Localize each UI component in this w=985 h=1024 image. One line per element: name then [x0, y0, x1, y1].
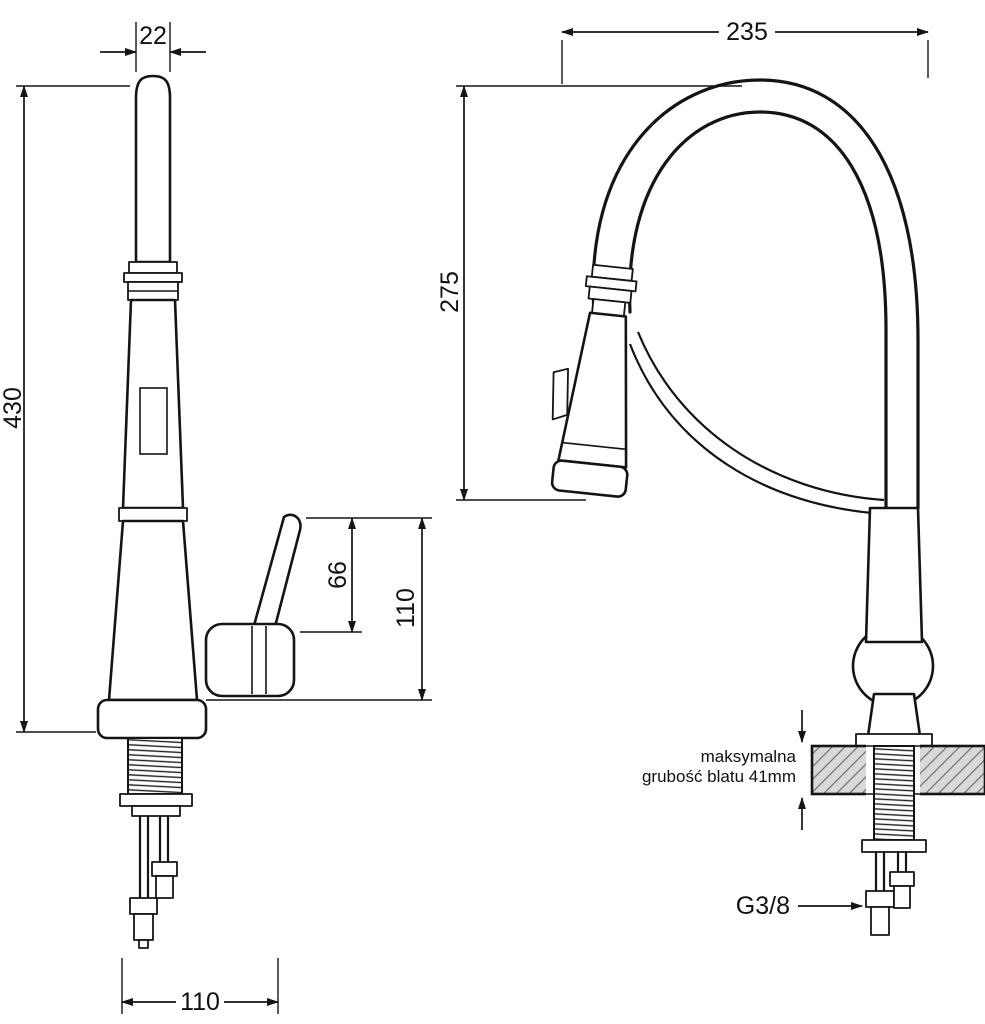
hose-nut-g38	[870, 906, 890, 936]
hose-fitting-left	[129, 897, 158, 915]
threaded-shank	[127, 737, 183, 795]
threaded-shank-front	[873, 745, 915, 841]
mounting-bracket-front	[861, 839, 927, 853]
thread-size-label: G3/8	[736, 892, 790, 920]
dim-base-width: 110	[121, 958, 279, 1016]
hose-nut-right-front	[893, 885, 911, 909]
spout-joint-ring-2	[123, 272, 183, 283]
gooseneck-outer	[591, 78, 920, 510]
dim-spout-reach-label: 235	[726, 18, 768, 46]
hose-fitting-g38	[865, 890, 895, 908]
mounting-bracket	[119, 793, 193, 807]
dim-handle-height: 66	[300, 517, 432, 633]
pullout-hose-bottom	[628, 343, 885, 516]
display-window	[139, 387, 168, 455]
spout-joint-ring-1	[128, 261, 178, 274]
column-neck	[866, 692, 922, 738]
hose-nut-right	[155, 875, 174, 899]
dim-spout-height: 275	[436, 85, 742, 501]
hose-nut-left	[133, 913, 154, 941]
dim-base-width-label: 110	[180, 988, 220, 1016]
counter-thickness-annotation: maksymalna grubość blatu 41mm	[642, 710, 806, 830]
column-upper	[864, 506, 924, 644]
thread-size-annotation: G3/8	[736, 892, 863, 920]
dim-spout-diameter-label: 22	[139, 22, 167, 50]
spray-head-body	[557, 311, 628, 469]
faucet-front-view	[550, 78, 985, 936]
spray-head-cap	[550, 459, 629, 498]
spout-tube	[134, 74, 172, 264]
mid-joint-ring	[118, 507, 188, 522]
lower-body	[107, 519, 199, 702]
counter-note-line1: maksymalna	[701, 747, 797, 766]
dim-total-height-label: 430	[0, 387, 27, 429]
dim-total-height: 430	[0, 85, 130, 733]
base-plate	[96, 698, 208, 740]
handle-body	[204, 622, 296, 698]
dim-spout-diameter: 22	[100, 22, 206, 72]
mounting-nut	[131, 805, 181, 817]
dim-handle-height-label: 66	[324, 561, 352, 589]
spray-head	[550, 263, 638, 498]
hose-fitting-right-front	[889, 871, 915, 887]
counter-note-line2: grubość blatu 41mm	[642, 767, 796, 786]
dim-spout-height-label: 275	[436, 271, 464, 313]
upper-body	[121, 298, 185, 510]
dim-body-height: 110	[206, 517, 432, 701]
faucet-side-view	[96, 74, 302, 949]
spray-head-clip	[551, 367, 569, 421]
dim-spout-reach: 235	[561, 18, 929, 84]
handle-lever	[248, 513, 302, 648]
pullout-hose-top	[636, 331, 885, 502]
gooseneck-inner	[628, 110, 888, 510]
hose-tip-left	[138, 939, 149, 949]
hose-fitting-right	[151, 861, 178, 877]
dim-body-height-label: 110	[392, 588, 420, 628]
